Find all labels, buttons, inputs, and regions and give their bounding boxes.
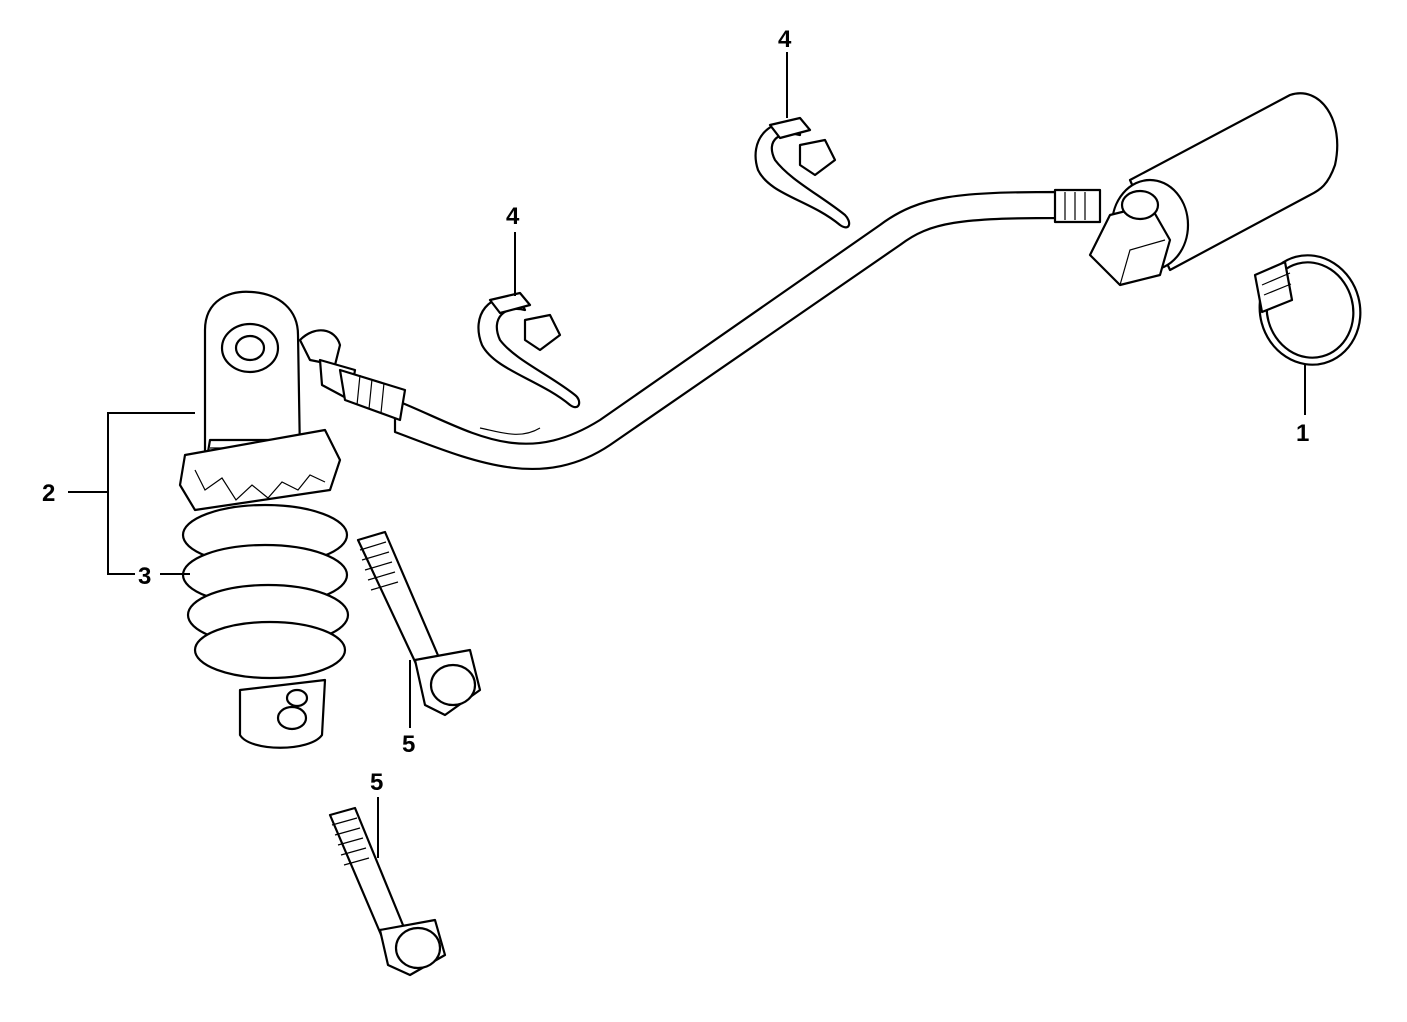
callout-5-lower: 5 <box>370 769 383 796</box>
callout-4-lower: 4 <box>506 203 520 230</box>
callout-2: 2 <box>42 480 55 507</box>
leader-lines <box>68 52 1306 858</box>
mounting-bolt-lower <box>328 806 447 977</box>
reservoir-canister <box>1088 92 1339 287</box>
reservoir-hose <box>393 188 1102 471</box>
callout-1: 1 <box>1296 420 1309 447</box>
callout-3: 3 <box>138 563 151 590</box>
hose-clamp-large <box>1253 254 1362 366</box>
callout-4-upper: 4 <box>778 26 792 53</box>
hose-clip-upper <box>754 116 851 229</box>
callout-5-upper: 5 <box>402 731 415 758</box>
shock-absorber <box>178 290 407 749</box>
hose-clip-lower <box>477 291 581 409</box>
mounting-bolt-upper <box>356 530 482 717</box>
